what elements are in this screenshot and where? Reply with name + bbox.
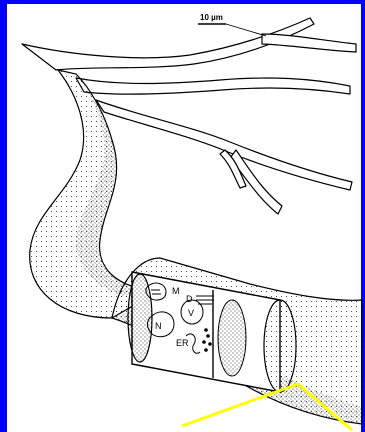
scale-bar: 10 µm [198,13,266,36]
cylinder-end-cap [264,300,296,392]
label-nucleus: N [155,321,162,331]
cylinder-cross-section [128,274,152,362]
hypha-tip-upper [262,34,356,52]
scale-bar-label: 10 µm [200,13,223,22]
cutaway-cylinder: M N D V ER [112,258,362,424]
hypha-branch-lower [96,100,352,190]
label-mitochondrion: M [172,286,180,296]
septum-face [218,300,246,376]
scale-bar-leader [226,24,266,36]
hypha-branch-middle [76,78,350,94]
label-er: ER [176,338,189,348]
label-vacuole: V [188,308,194,318]
label-dictyosome: D [186,294,193,304]
